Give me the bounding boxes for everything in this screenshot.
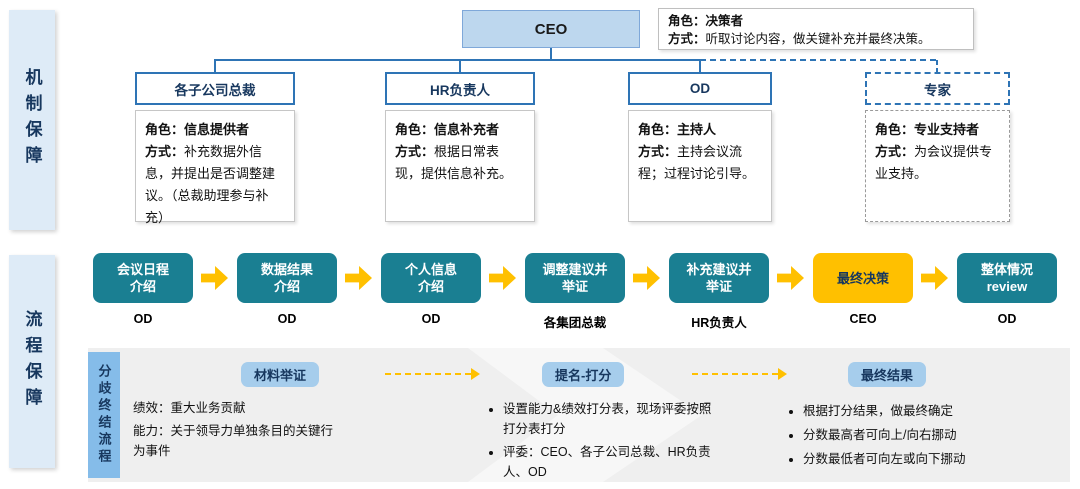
role-value: 主持人 [677, 122, 717, 137]
role-label: 角色： [638, 122, 678, 137]
role-card-expert: 角色：专业支持者 方式：为会议提供专业支持。 [865, 110, 1010, 222]
method-value: 主持会议流程；过程讨论引导。 [638, 144, 756, 181]
org-node-hr-lead: HR负责人 [385, 72, 535, 105]
role-line: 角色：专业支持者 [875, 119, 1000, 141]
role-label: 角色： [668, 14, 706, 28]
method-value: 为会议提供专业支持。 [875, 144, 993, 181]
role-value: 信息提供者 [184, 122, 250, 137]
org-node-expert: 专家 [865, 72, 1010, 105]
list-item: 绩效：重大业务贡献 [133, 401, 246, 415]
role-line: 角色：主持人 [638, 119, 762, 141]
method-line: 方式：主持会议流程；过程讨论引导。 [638, 141, 762, 185]
method-line: 方式：补充数据外信息，并提出是否调整建议。（总裁助理参与补充） [145, 141, 285, 229]
org-node-subsidiary-presidents: 各子公司总裁 [135, 72, 295, 105]
org-node-od: OD [628, 72, 772, 105]
method-label: 方式： [638, 144, 678, 159]
section-label-process: 流程保障 [9, 255, 55, 468]
method-line: 方式：根据日常表现，提供信息补充。 [395, 141, 525, 185]
list-item: 分数最低者可向左或向下挪动 [803, 449, 1052, 469]
role-label: 角色： [145, 122, 185, 137]
list-item: 根据打分结果，做最终确定 [803, 401, 1052, 421]
method-label: 方式： [145, 144, 185, 159]
role-label: 角色： [395, 122, 435, 137]
ceo-role-note: 角色：决策者 方式：听取讨论内容，做关键补充并最终决策。 [658, 8, 974, 50]
dashed-arrow-icon [385, 368, 480, 380]
list-item: 设置能力&绩效打分表，现场评委按照打分表打分 [503, 399, 717, 439]
role-line: 角色：信息补充者 [395, 119, 525, 141]
note-method-line: 方式：听取讨论内容，做关键补充并最终决策。 [668, 30, 964, 48]
list-item: 评委：CEO、各子公司总裁、HR负责人、OD [503, 442, 717, 482]
flow-step-adjustment-proposal: 调整建议并举证 [525, 253, 625, 303]
stage-scoring-items: 设置能力&绩效打分表，现场评委按照打分表打分 评委：CEO、各子公司总裁、HR负… [487, 399, 717, 485]
method-value: 根据日常表现，提供信息补充。 [395, 144, 513, 181]
note-role-line: 角色：决策者 [668, 12, 964, 30]
flow-owner: HR负责人 [691, 316, 747, 330]
flow-owner: OD [421, 312, 441, 326]
section-label-mechanism: 机制保障 [9, 10, 55, 230]
flow-step-final-decision: 最终决策 [813, 253, 913, 303]
section-label-text: 流程保障 [22, 309, 42, 414]
flow-owner: CEO [849, 312, 877, 326]
flow-owner: OD [277, 312, 297, 326]
flow-step-personal-info-intro: 个人信息介绍 [381, 253, 481, 303]
flow-owner: OD [997, 312, 1017, 326]
stage-pill-nomination-scoring: 提名-打分 [542, 362, 625, 387]
role-card-od: 角色：主持人 方式：主持会议流程；过程讨论引导。 [628, 110, 772, 222]
stage-result-items: 根据打分结果，做最终确定 分数最高者可向上/向右挪动 分数最低者可向左或向下挪动 [787, 401, 1052, 473]
role-value: 专业支持者 [914, 122, 980, 137]
method-label: 方式： [668, 32, 706, 46]
method-value: 补充数据外信息，并提出是否调整建议。（总裁助理参与补充） [145, 144, 276, 225]
method-line: 方式：为会议提供专业支持。 [875, 141, 1000, 185]
section-label-text: 机制保障 [22, 68, 42, 172]
flow-owner: 各集团总裁 [543, 316, 607, 330]
role-card-hr-lead: 角色：信息补充者 方式：根据日常表现，提供信息补充。 [385, 110, 535, 222]
role-card-subsidiary-presidents: 角色：信息提供者 方式：补充数据外信息，并提出是否调整建议。（总裁助理参与补充） [135, 110, 295, 225]
list-item: 能力：关于领导力单独条目的关键行为事件 [133, 424, 334, 458]
flow-step-supplement-proposal: 补充建议并举证 [669, 253, 769, 303]
dashed-arrow-icon [692, 368, 787, 380]
role-value: 信息补充者 [434, 122, 500, 137]
flow-owner: OD [133, 312, 153, 326]
list-item: 分数最高者可向上/向右挪动 [803, 425, 1052, 445]
role-label: 角色： [875, 122, 915, 137]
dispute-flow-label: 分歧终结流程 [88, 352, 120, 478]
method-label: 方式： [395, 144, 435, 159]
method-label: 方式： [875, 144, 915, 159]
flow-step-data-results-intro: 数据结果介绍 [237, 253, 337, 303]
stage-evidence-items: 绩效：重大业务贡献 能力：关于领导力单独条目的关键行为事件 [133, 398, 345, 464]
stage-pill-final-result: 最终结果 [848, 362, 927, 387]
method-value: 听取讨论内容，做关键补充并最终决策。 [705, 32, 931, 46]
flow-step-agenda-intro: 会议日程介绍 [93, 253, 193, 303]
stage-pill-evidence: 材料举证 [241, 362, 320, 387]
org-node-ceo: CEO [462, 10, 640, 48]
role-value: 决策者 [705, 14, 744, 28]
role-line: 角色：信息提供者 [145, 119, 285, 141]
